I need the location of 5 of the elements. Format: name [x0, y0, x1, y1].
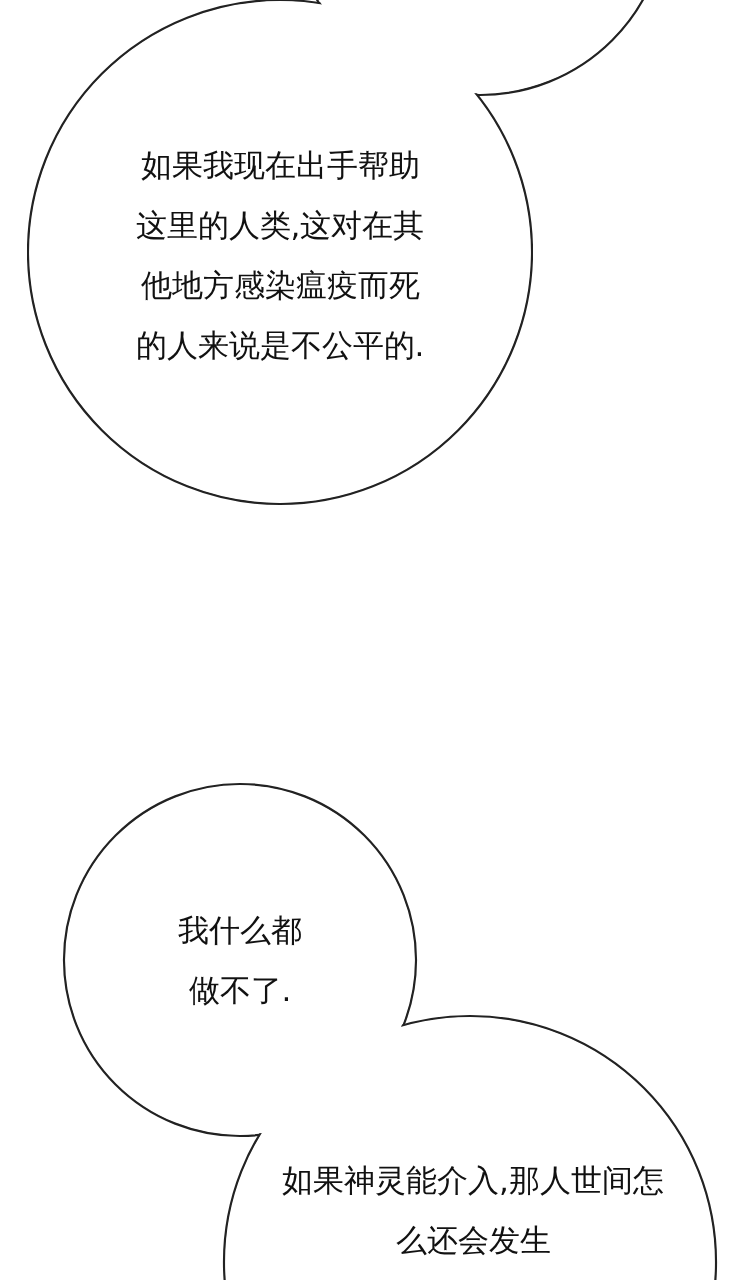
speech-bubble — [27, 0, 533, 506]
speech-text: 如果神灵能介入,那人世间怎么还会发生 — [281, 1161, 665, 1260]
speech-bubble — [222, 1012, 718, 1280]
speech-text: 我什么都做不了. — [177, 911, 303, 1010]
speech-text: 如果我现在出手帮助这里的人类,这对在其他地方感染瘟疫而死的人来说是不公平的. — [135, 146, 425, 365]
